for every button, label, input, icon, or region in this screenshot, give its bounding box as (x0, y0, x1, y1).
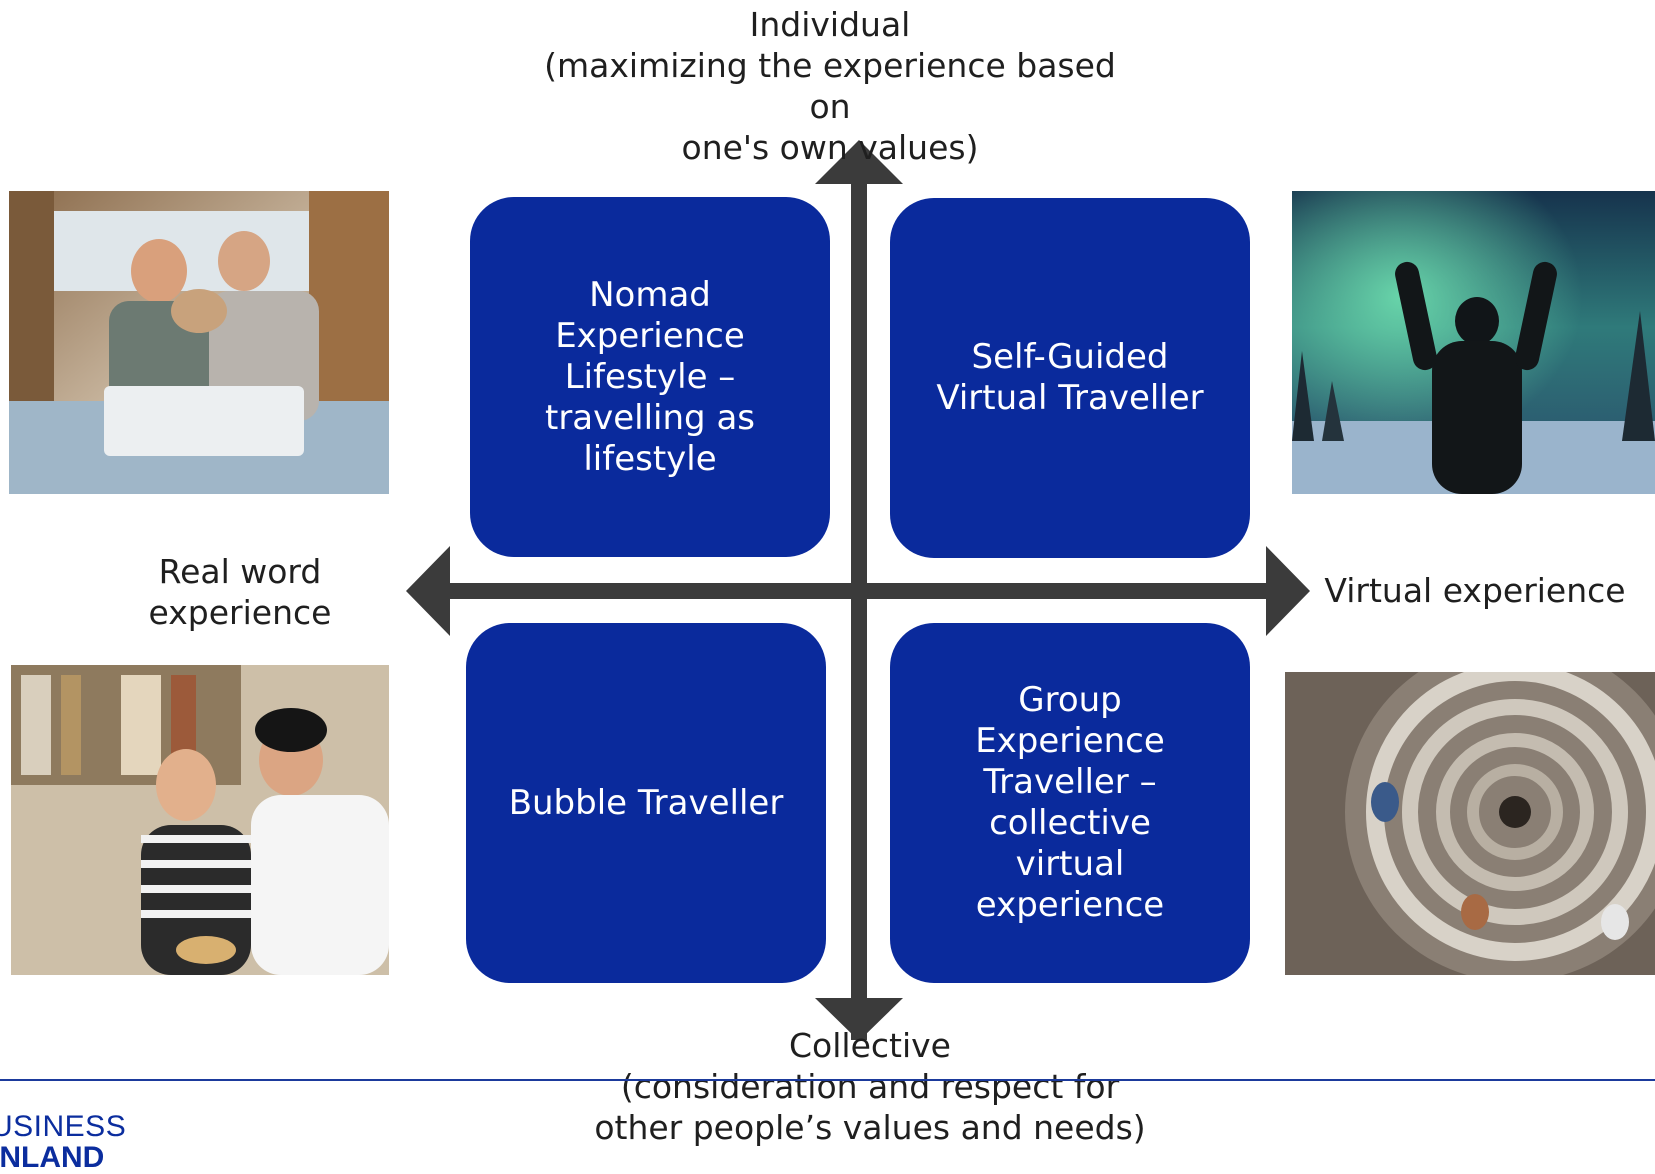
quadrant-bubble-label: Bubble Traveller (508, 782, 784, 823)
axis-label-individual: Individual (maximizing the experience ba… (520, 4, 1140, 168)
quadrant-bubble-traveller: Bubble Traveller (466, 623, 826, 983)
up-arrow-icon (815, 140, 903, 184)
footer-divider (0, 1079, 1655, 1081)
quadrant-group-experience: Group Experience Traveller – collective … (890, 623, 1250, 983)
axis-top-line2: (maximizing the experience based on (544, 46, 1116, 126)
axis-label-virtual: Virtual experience (1305, 570, 1645, 611)
aurora-arms-raised-photo (1292, 191, 1655, 494)
quadrant-self-guided-label: Self-Guided Virtual Traveller (936, 337, 1204, 418)
logo-line2: INLAND (0, 1141, 105, 1174)
axis-top-title: Individual (749, 5, 911, 44)
axis-right-label: Virtual experience (1324, 571, 1626, 610)
quadrant-group-label: Group Experience Traveller – collective … (975, 680, 1165, 925)
van-couple-laptop-photo (9, 191, 389, 494)
left-arrow-icon (406, 546, 450, 636)
spiral-staircase-photo (1285, 672, 1655, 975)
horizontal-axis (446, 583, 1270, 599)
axis-label-collective: Collective (consideration and respect fo… (560, 1025, 1180, 1148)
vertical-axis (851, 182, 867, 1040)
axis-bottom-line2: (consideration and respect for (620, 1067, 1120, 1106)
axis-bottom-title: Collective (789, 1026, 951, 1065)
couple-cooking-photo (11, 665, 389, 975)
axis-left-line2: experience (148, 593, 332, 632)
quadrant-nomad-label: Nomad Experience Lifestyle – travelling … (544, 274, 755, 479)
quadrant-self-guided: Self-Guided Virtual Traveller (890, 198, 1250, 558)
axis-label-real-world: Real word experience (120, 551, 360, 633)
down-arrow-icon (815, 998, 903, 1041)
business-finland-logo: USINESS INLAND (0, 1111, 140, 1174)
quadrant-nomad-experience: Nomad Experience Lifestyle – travelling … (470, 197, 830, 557)
right-arrow-icon (1266, 546, 1310, 636)
axis-top-line3: one's own values) (681, 128, 979, 167)
logo-line1: USINESS (0, 1111, 127, 1143)
axis-left-line1: Real word (158, 552, 322, 591)
axis-bottom-line3: other people’s values and needs) (594, 1108, 1146, 1147)
